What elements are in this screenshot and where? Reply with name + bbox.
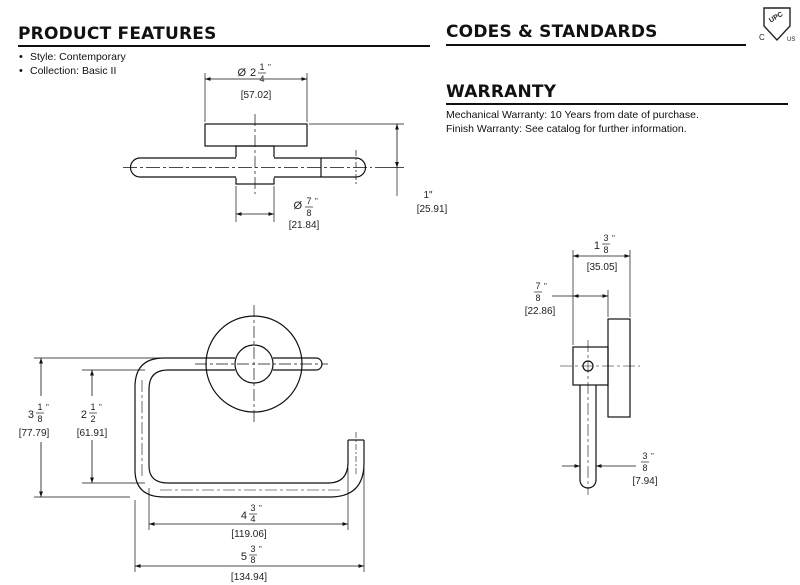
svg-text:1: 1	[259, 62, 264, 72]
svg-text:[7.94]: [7.94]	[632, 476, 657, 487]
front-width-total-dim: 5 3 8 " [134.94]	[231, 544, 267, 583]
svg-text:3: 3	[642, 451, 647, 461]
svg-text:8: 8	[250, 555, 255, 565]
svg-text:2: 2	[250, 67, 256, 79]
svg-text:": "	[315, 197, 318, 206]
upc-mark-us: US	[787, 37, 795, 43]
svg-text:4: 4	[250, 514, 255, 524]
svg-text:Ø: Ø	[293, 200, 302, 212]
svg-text:3: 3	[28, 409, 34, 421]
svg-text:2: 2	[81, 409, 87, 421]
svg-text:[57.02]: [57.02]	[241, 90, 272, 101]
side-offset-dim: 7 8 " [22.86]	[525, 281, 556, 317]
svg-text:5: 5	[241, 551, 247, 563]
svg-text:2: 2	[90, 414, 95, 424]
upc-mark-c: C	[759, 33, 765, 42]
codes-standards-rule	[446, 44, 746, 46]
svg-text:[22.86]: [22.86]	[525, 306, 556, 317]
svg-text:": "	[99, 403, 102, 412]
front-height-inner-dim: 2 1 2 " [61.91]	[72, 396, 112, 440]
svg-text:": "	[651, 452, 654, 461]
front-view-bar-outer	[134, 357, 365, 498]
product-features-list: Style: Contemporary Collection: Basic II	[18, 50, 126, 78]
svg-text:": "	[46, 403, 49, 412]
finish-warranty-text: Finish Warranty: See catalog for further…	[446, 123, 687, 135]
side-view	[552, 250, 640, 495]
codes-standards-heading: CODES & STANDARDS	[446, 22, 658, 42]
svg-text:[35.05]: [35.05]	[587, 262, 618, 273]
feature-collection: Collection: Basic II	[18, 64, 126, 78]
svg-text:": "	[259, 504, 262, 513]
feature-style: Style: Contemporary	[18, 50, 126, 64]
svg-text:4: 4	[241, 510, 247, 522]
top-post-diameter-dim: Ø 7 8 " [21.84]	[289, 196, 320, 231]
svg-text:8: 8	[642, 463, 647, 473]
svg-text:": "	[268, 63, 271, 72]
svg-text:[25.91]: [25.91]	[417, 204, 448, 215]
svg-text:": "	[544, 282, 547, 291]
front-view-bar-inner	[148, 369, 349, 484]
svg-text:[134.94]: [134.94]	[231, 572, 267, 583]
svg-text:3: 3	[250, 503, 255, 513]
svg-text:3: 3	[250, 544, 255, 554]
svg-text:[77.79]: [77.79]	[19, 428, 50, 439]
svg-text:8: 8	[306, 208, 311, 218]
product-features-heading: PRODUCT FEATURES	[18, 24, 217, 44]
top-depth-dim: 1" [25.91]	[417, 190, 448, 215]
svg-text:[119.06]: [119.06]	[231, 529, 267, 540]
top-view	[123, 73, 404, 222]
side-projection-dim: 1 3 8 " [35.05]	[587, 233, 618, 273]
svg-text:8: 8	[603, 245, 608, 255]
svg-text:[61.91]: [61.91]	[77, 428, 108, 439]
mechanical-warranty-text: Mechanical Warranty: 10 Years from date …	[446, 109, 699, 121]
cupc-certification-mark: UPC C US	[759, 7, 795, 43]
svg-text:1: 1	[90, 402, 95, 412]
top-diameter-dim: Ø 2 1 4 " [57.02]	[237, 62, 271, 101]
svg-text:4: 4	[259, 74, 264, 84]
top-view-flange	[204, 123, 308, 147]
svg-text:3: 3	[603, 233, 608, 243]
svg-text:": "	[259, 545, 262, 554]
svg-text:8: 8	[535, 293, 540, 303]
svg-text:1: 1	[37, 402, 42, 412]
side-bar-dim: 3 8 " [7.94]	[632, 451, 657, 487]
svg-text:8: 8	[37, 414, 42, 424]
svg-text:7: 7	[306, 196, 311, 206]
front-height-total-dim: 3 1 8 " [77.79]	[16, 396, 52, 442]
warranty-rule	[446, 103, 788, 105]
side-view-flange	[607, 318, 631, 418]
svg-text:Ø: Ø	[237, 67, 246, 79]
svg-text:1: 1	[594, 240, 600, 252]
svg-text:1": 1"	[423, 190, 433, 201]
svg-text:": "	[612, 234, 615, 243]
svg-text:[21.84]: [21.84]	[289, 220, 320, 231]
front-view	[34, 305, 365, 572]
front-width-inner-dim: 4 3 4 " [119.06]	[231, 503, 267, 540]
warranty-heading: WARRANTY	[446, 82, 557, 102]
svg-text:7: 7	[535, 281, 540, 291]
product-features-rule	[18, 45, 430, 47]
